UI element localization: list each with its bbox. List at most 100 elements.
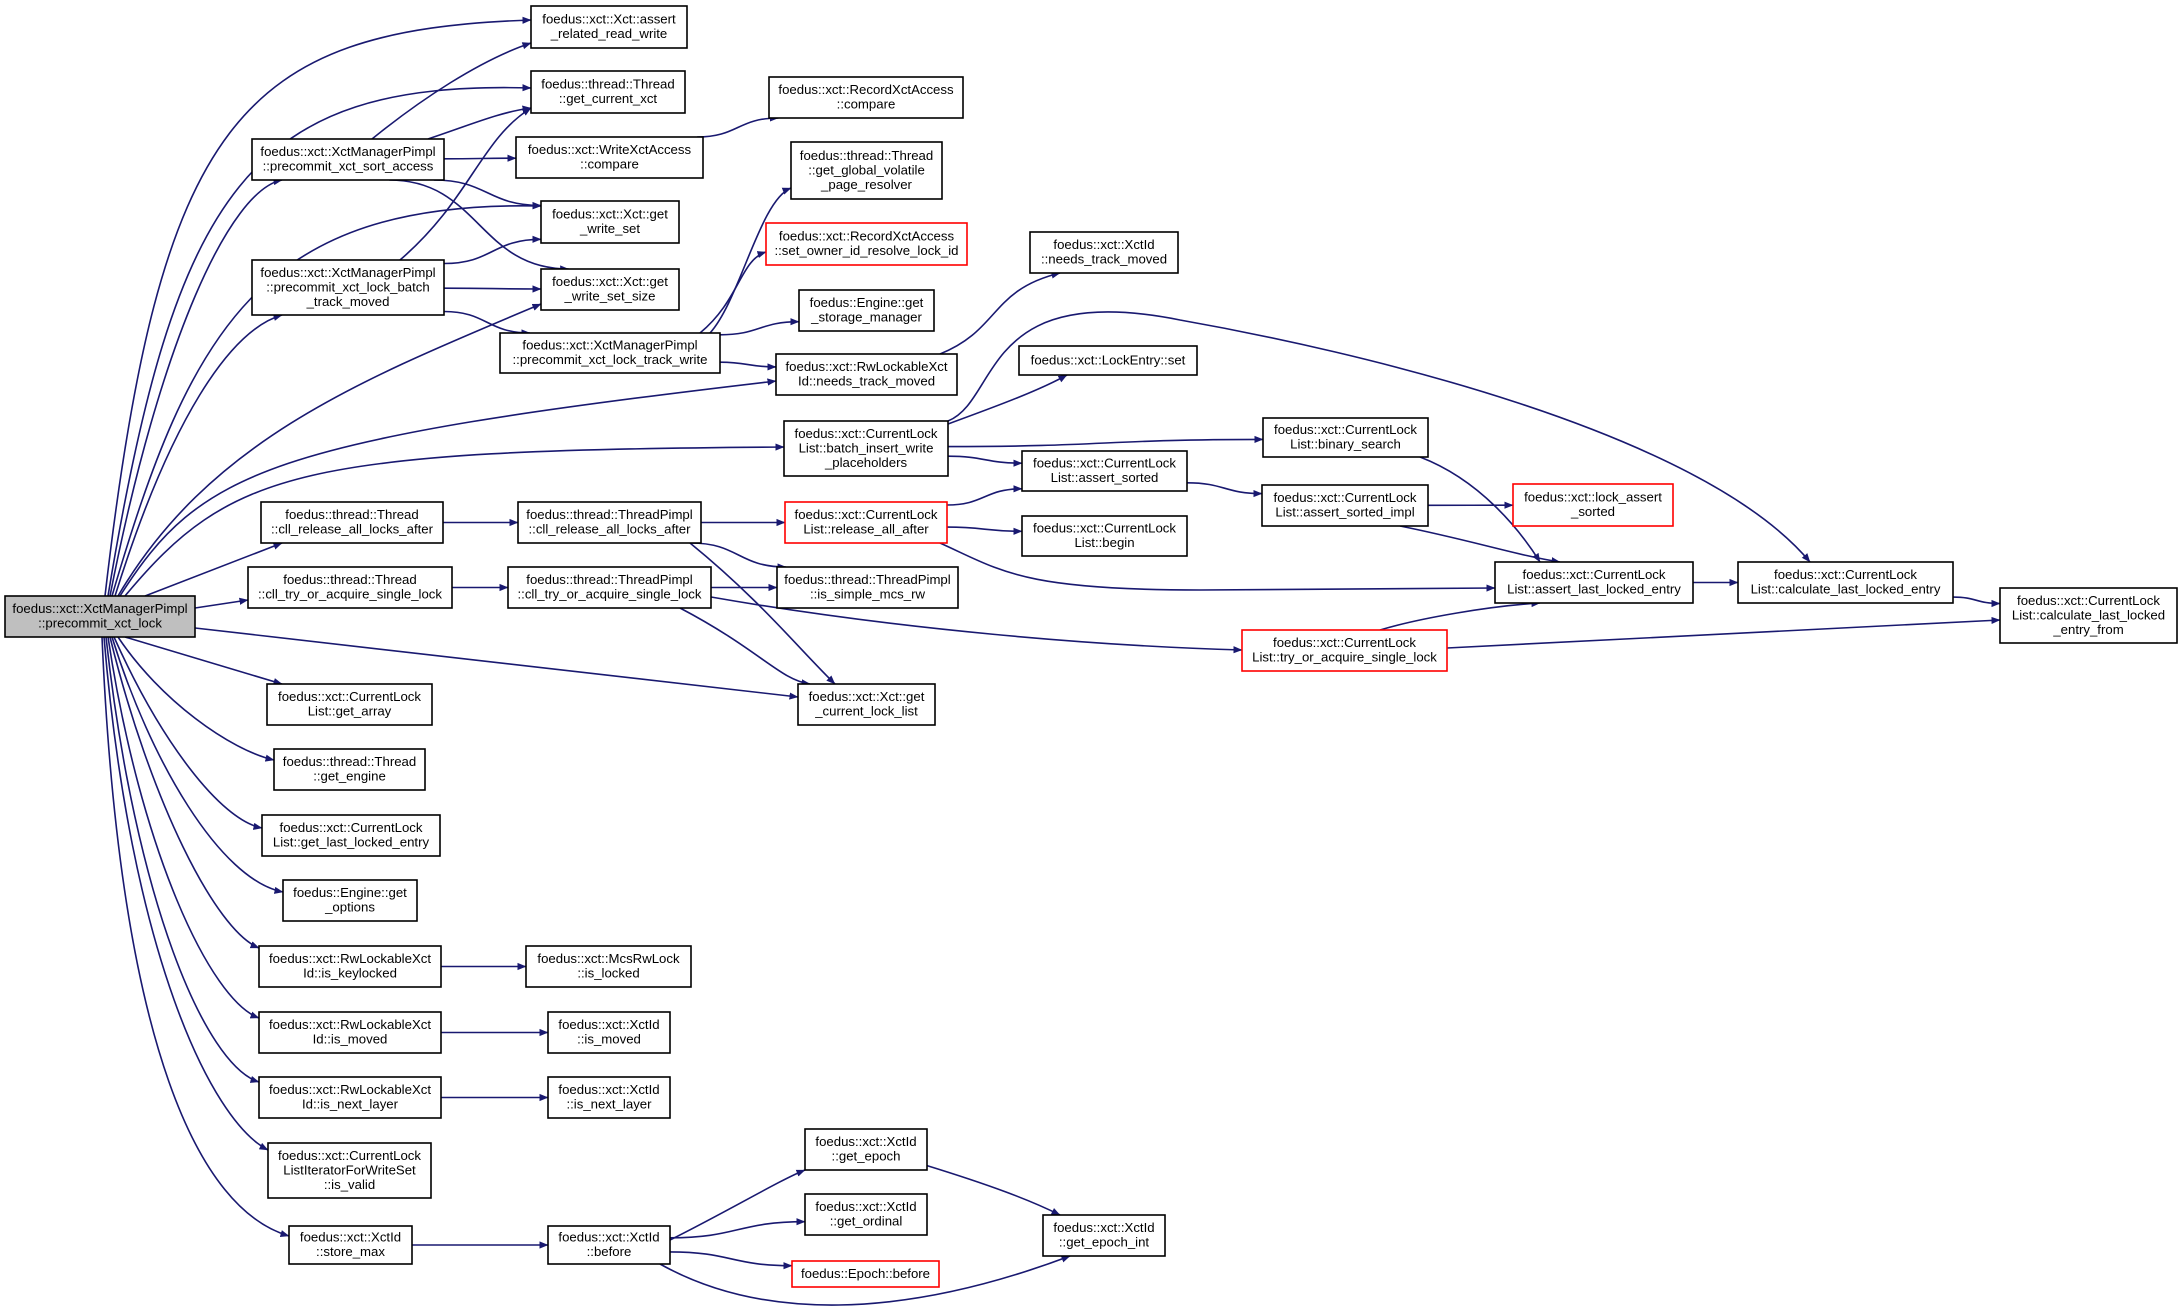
node-xctid_before[interactable]: foedus::xct::XctId::before: [547, 1225, 671, 1265]
node-box[interactable]: [1512, 483, 1674, 527]
node-xctid_is_next_layer[interactable]: foedus::xct::XctId::is_next_layer: [547, 1076, 671, 1119]
node-get_ordinal[interactable]: foedus::xct::XctId::get_ordinal: [804, 1193, 928, 1236]
node-calc_last[interactable]: foedus::xct::CurrentLockList::calculate_…: [1737, 561, 1954, 604]
node-get_epoch[interactable]: foedus::xct::XctId::get_epoch: [804, 1128, 928, 1171]
node-box[interactable]: [1021, 450, 1188, 492]
node-box[interactable]: [288, 1225, 413, 1265]
node-box[interactable]: [547, 1225, 671, 1265]
node-box[interactable]: [784, 501, 948, 544]
node-box[interactable]: [4, 595, 196, 638]
node-box[interactable]: [804, 1193, 928, 1236]
node-box[interactable]: [540, 268, 680, 311]
node-epoch_before[interactable]: foedus::Epoch::before: [791, 1260, 940, 1288]
node-box[interactable]: [1021, 515, 1188, 557]
node-is_valid[interactable]: foedus::xct::CurrentLockListIteratorForW…: [267, 1142, 432, 1199]
node-rw_is_next_layer[interactable]: foedus::xct::RwLockableXctId::is_next_la…: [258, 1076, 442, 1119]
node-get_epoch_int[interactable]: foedus::xct::XctId::get_epoch_int: [1042, 1214, 1166, 1257]
node-box[interactable]: [1262, 417, 1429, 458]
node-box[interactable]: [1261, 484, 1429, 527]
node-release_all_after[interactable]: foedus::xct::CurrentLockList::release_al…: [784, 501, 948, 544]
node-box[interactable]: [258, 1076, 442, 1119]
node-calc_last_from[interactable]: foedus::xct::CurrentLockList::calculate_…: [1999, 587, 2178, 644]
node-box[interactable]: [790, 141, 943, 200]
node-box[interactable]: [261, 814, 441, 857]
node-batch_insert[interactable]: foedus::xct::CurrentLockList::batch_inse…: [783, 420, 949, 477]
node-box[interactable]: [273, 748, 426, 791]
node-mcs_is_locked[interactable]: foedus::xct::McsRwLock::is_locked: [525, 945, 692, 988]
node-box[interactable]: [547, 1076, 671, 1119]
node-assert_sorted[interactable]: foedus::xct::CurrentLockList::assert_sor…: [1021, 450, 1188, 492]
node-get_options[interactable]: foedus::Engine::get_options: [282, 879, 418, 922]
node-box[interactable]: [1737, 561, 1954, 604]
node-rw_ntm[interactable]: foedus::xct::RwLockableXctId::needs_trac…: [775, 353, 958, 396]
node-get_current_xct[interactable]: foedus::thread::Thread::get_current_xct: [530, 70, 686, 114]
node-box[interactable]: [1494, 561, 1694, 604]
node-get_storage_manager[interactable]: foedus::Engine::get_storage_manager: [798, 289, 935, 332]
node-lock_batch[interactable]: foedus::xct::XctManagerPimpl::precommit_…: [251, 259, 445, 316]
node-xctid_ntm[interactable]: foedus::xct::XctId::needs_track_moved: [1029, 231, 1179, 274]
node-get_gvpr[interactable]: foedus::thread::Thread::get_global_volat…: [790, 141, 943, 200]
node-lock_track_write[interactable]: foedus::xct::XctManagerPimpl::precommit_…: [499, 332, 721, 374]
node-box[interactable]: [1042, 1214, 1166, 1257]
node-try_single[interactable]: foedus::xct::CurrentLockList::try_or_acq…: [1241, 629, 1448, 672]
node-root[interactable]: foedus::xct::XctManagerPimpl::precommit_…: [4, 595, 196, 638]
node-record_compare[interactable]: foedus::xct::RecordXctAccess::compare: [768, 76, 964, 119]
node-box[interactable]: [547, 1011, 671, 1054]
node-box[interactable]: [251, 259, 445, 316]
node-box[interactable]: [260, 501, 444, 544]
node-get_write_set[interactable]: foedus::xct::Xct::get_write_set: [540, 200, 680, 244]
node-box[interactable]: [530, 70, 686, 114]
node-box[interactable]: [540, 200, 680, 244]
node-lock_assert_sorted[interactable]: foedus::xct::lock_assert_sorted: [1512, 483, 1674, 527]
node-box[interactable]: [282, 879, 418, 922]
node-box[interactable]: [267, 1142, 432, 1199]
node-box[interactable]: [1241, 629, 1448, 672]
node-box[interactable]: [1029, 231, 1179, 274]
node-assert_sorted_impl[interactable]: foedus::xct::CurrentLockList::assert_sor…: [1261, 484, 1429, 527]
node-box[interactable]: [525, 945, 692, 988]
node-box[interactable]: [775, 353, 958, 396]
node-xctid_is_moved[interactable]: foedus::xct::XctId::is_moved: [547, 1011, 671, 1054]
node-box[interactable]: [507, 566, 712, 609]
node-box[interactable]: [804, 1128, 928, 1171]
node-box[interactable]: [247, 566, 453, 609]
node-box[interactable]: [765, 222, 968, 266]
node-sort_access[interactable]: foedus::xct::XctManagerPimpl::precommit_…: [251, 138, 445, 181]
node-store_max[interactable]: foedus::xct::XctId::store_max: [288, 1225, 413, 1265]
node-thread_release[interactable]: foedus::thread::Thread::cll_release_all_…: [260, 501, 444, 544]
node-assert_rrw[interactable]: foedus::xct::Xct::assert_related_read_wr…: [530, 5, 688, 49]
node-assert_last[interactable]: foedus::xct::CurrentLockList::assert_las…: [1494, 561, 1694, 604]
node-set_owner[interactable]: foedus::xct::RecordXctAccess::set_owner_…: [765, 222, 968, 266]
node-is_keylocked[interactable]: foedus::xct::RwLockableXctId::is_keylock…: [258, 945, 442, 988]
node-box[interactable]: [797, 683, 936, 726]
node-box[interactable]: [791, 1260, 940, 1288]
node-box[interactable]: [258, 945, 442, 988]
node-box[interactable]: [530, 5, 688, 49]
node-box[interactable]: [517, 501, 702, 544]
node-box[interactable]: [258, 1011, 442, 1054]
node-get_last_locked[interactable]: foedus::xct::CurrentLockList::get_last_l…: [261, 814, 441, 857]
node-write_compare[interactable]: foedus::xct::WriteXctAccess::compare: [515, 136, 704, 179]
node-box[interactable]: [266, 683, 433, 726]
node-box[interactable]: [499, 332, 721, 374]
node-box[interactable]: [768, 76, 964, 119]
node-box[interactable]: [776, 566, 959, 609]
node-box[interactable]: [1018, 345, 1198, 376]
node-get_write_set_size[interactable]: foedus::xct::Xct::get_write_set_size: [540, 268, 680, 311]
node-lockentry_set[interactable]: foedus::xct::LockEntry::set: [1018, 345, 1198, 376]
node-thread_try[interactable]: foedus::thread::Thread::cll_try_or_acqui…: [247, 566, 453, 609]
node-binary_search[interactable]: foedus::xct::CurrentLockList::binary_sea…: [1262, 417, 1429, 458]
node-box[interactable]: [798, 289, 935, 332]
node-is_simple_mcs[interactable]: foedus::thread::ThreadPimpl::is_simple_m…: [776, 566, 959, 609]
node-get_cll[interactable]: foedus::xct::Xct::get_current_lock_list: [797, 683, 936, 726]
node-box[interactable]: [251, 138, 445, 181]
node-box[interactable]: [783, 420, 949, 477]
node-pimpl_try[interactable]: foedus::thread::ThreadPimpl::cll_try_or_…: [507, 566, 712, 609]
node-box[interactable]: [1999, 587, 2178, 644]
node-box[interactable]: [515, 136, 704, 179]
node-get_engine[interactable]: foedus::thread::Thread::get_engine: [273, 748, 426, 791]
node-pimpl_release[interactable]: foedus::thread::ThreadPimpl::cll_release…: [517, 501, 702, 544]
